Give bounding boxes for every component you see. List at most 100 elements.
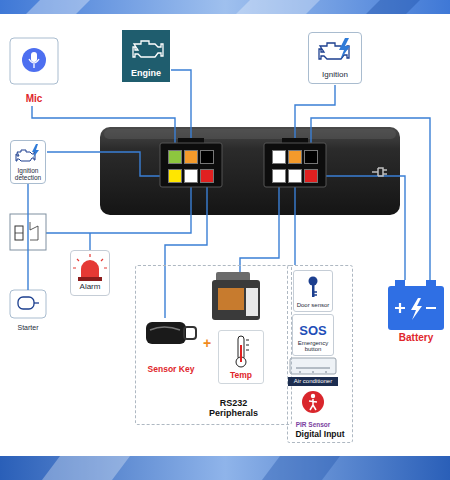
bottom-band	[262, 456, 340, 480]
power-symbol	[372, 168, 387, 176]
mic-icon	[29, 59, 39, 63]
node-label: Battery	[386, 332, 446, 343]
sensor-key-fob	[146, 322, 186, 344]
connector-pin	[169, 170, 182, 183]
node-label: Temp	[219, 371, 263, 380]
thermometer-icon	[236, 336, 249, 367]
tracker-device	[100, 127, 400, 215]
door-sensor-box: Door sensor	[293, 270, 333, 312]
mic-icon	[10, 38, 58, 84]
thermometer-icon	[240, 345, 242, 362]
rs232-device	[212, 272, 260, 320]
battery-icon	[395, 280, 405, 286]
wire	[311, 118, 430, 280]
wire	[46, 183, 191, 233]
ignition-detection-icon	[16, 144, 39, 161]
top-band	[236, 0, 320, 14]
bottom-band	[42, 456, 130, 480]
connector-pin	[305, 151, 318, 164]
connector-pin	[305, 170, 318, 183]
sensor-key-fob	[150, 327, 180, 330]
mic-device: Mic	[10, 38, 58, 104]
connector-pin	[289, 170, 302, 183]
starter-icon	[10, 290, 46, 318]
wire	[32, 106, 175, 150]
engine-icon	[122, 30, 170, 82]
connector-pin	[289, 151, 302, 164]
tracker-device	[100, 127, 400, 215]
mic-icon	[22, 48, 46, 72]
connector-pin	[185, 151, 198, 164]
plus-sign: +	[200, 336, 214, 350]
node-label: Door sensor	[295, 302, 331, 309]
rs232-device	[218, 288, 244, 310]
starter-icon	[10, 290, 46, 318]
connector-pin	[201, 170, 214, 183]
ignition-box: Ignition	[308, 32, 362, 84]
ignition-icon	[319, 38, 350, 60]
connector-pin	[169, 151, 182, 164]
tracker-device	[104, 129, 396, 139]
connector-housing	[264, 143, 326, 187]
node-label: Starter	[8, 324, 48, 332]
wire-connector	[27, 184, 28, 290]
node-label: Ignition	[309, 71, 361, 80]
top-band	[26, 0, 90, 14]
connector-housing	[160, 143, 222, 187]
wire	[89, 233, 90, 250]
power-symbol	[372, 168, 387, 176]
ignition-icon	[339, 38, 350, 60]
starter-icon	[18, 297, 34, 309]
node-label: Ignition detection	[12, 167, 44, 181]
node-label: Sensor Key	[140, 365, 202, 374]
battery-icon	[388, 280, 444, 330]
connector-pin	[185, 170, 198, 183]
connector-housing	[160, 138, 326, 187]
rs232-device	[246, 288, 258, 316]
starter-icon	[34, 302, 39, 303]
node-label: Mic	[10, 93, 58, 104]
node-label: Digital Input	[288, 430, 352, 439]
sensor-key-fob	[184, 327, 196, 339]
alarm-icon	[73, 254, 107, 268]
node-label: SOS	[294, 324, 332, 338]
bottom-band	[0, 456, 450, 480]
temp-box: Temp	[218, 330, 264, 384]
door-sensor-icon	[314, 292, 317, 295]
engine-box: Engine	[122, 30, 170, 82]
sos-button-box: SOSEmergency button	[292, 314, 334, 356]
thermometer-icon	[246, 340, 249, 350]
connector-pin	[201, 151, 214, 164]
sensor-key-device: Sensor Key	[140, 318, 202, 376]
engine-icon	[122, 30, 170, 82]
top-band	[366, 0, 420, 14]
pir-sensor-icon	[309, 399, 317, 410]
air-conditioner-icon	[290, 358, 336, 374]
pir-sensor-icon	[302, 391, 324, 413]
digital-input-group: Digital Input Door sensorSOSEmergency but…	[287, 265, 353, 443]
battery-icon	[388, 286, 444, 330]
engine-icon	[133, 41, 163, 57]
door-sensor-icon	[309, 277, 318, 298]
relay-symbol	[15, 222, 38, 240]
mic-icon	[10, 38, 58, 84]
battery-icon	[426, 280, 436, 286]
bottom-band	[0, 456, 450, 480]
pir-sensor-icon	[302, 391, 324, 413]
pir-sensor-device: PIR Sensor	[289, 388, 337, 428]
top-band	[0, 0, 450, 14]
wire	[240, 183, 279, 272]
mic-icon	[33, 64, 34, 68]
ignition-detection-box: Ignition detection	[10, 140, 46, 184]
alarm-icon	[73, 254, 107, 281]
connector-pin	[273, 170, 286, 183]
alarm-icon	[78, 277, 102, 281]
connector-pin	[169, 151, 318, 183]
alarm-box: Alarm	[70, 250, 110, 296]
wire	[294, 183, 295, 265]
node-label: Alarm	[71, 283, 109, 292]
peripheral-group: RS232 PeripheralsSensor KeyTemp	[135, 265, 292, 425]
sensor-key-fob	[146, 322, 196, 344]
ignition-detection-icon	[16, 150, 35, 161]
